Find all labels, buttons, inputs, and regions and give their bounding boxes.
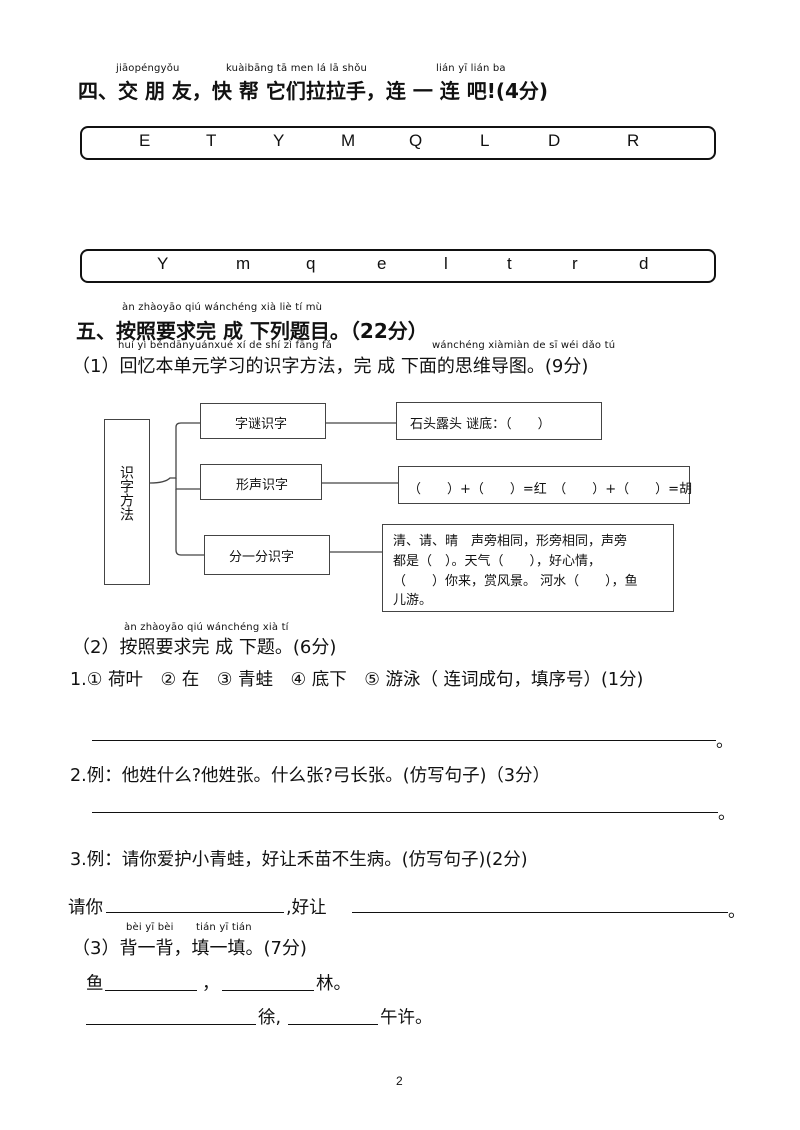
- recite-line-1-blank-2[interactable]: [222, 990, 314, 991]
- section4-pinyin-3: lián yī lián ba: [436, 63, 506, 74]
- upper-letter-1[interactable]: E: [139, 131, 151, 150]
- mindmap-branch-riddle-label: 字谜识字: [235, 417, 288, 432]
- upper-letter-2[interactable]: T: [206, 131, 217, 150]
- page-number: 2: [396, 1074, 403, 1088]
- question-1-period: 。: [716, 732, 734, 752]
- question-2: 2.例：他姓什么?他姓张。什么张?弓长张。(仿写句子)（3分）: [70, 766, 551, 786]
- mindmap-leaf-riddle-text: 石头露头 谜底：（ ）: [410, 417, 551, 432]
- section5-title-pinyin: àn zhàoyāo qiú wánchéng xià liè tí mù: [122, 302, 323, 313]
- mindmap-leaf-split-line4: 儿游。: [393, 593, 433, 608]
- mindmap-leaf-riddle: [396, 402, 602, 440]
- recite-line-1-comma: ，: [202, 974, 220, 994]
- mindmap-branch-split: [204, 535, 330, 575]
- question-1: 1.① 荷叶 ② 在 ③ 青蛙 ④ 底下 ⑤ 游泳（ 连词成句，填序号）(1分): [70, 670, 644, 690]
- part1-pinyin-a: huí yì běndānyuánxué xí de shí zì fāng f…: [118, 340, 333, 351]
- lower-letter-7[interactable]: r: [572, 254, 578, 273]
- mindmap-root-box: [104, 419, 150, 585]
- mindmap-root-label: 识字方法: [118, 465, 134, 521]
- recite-line-1-blank-1[interactable]: [105, 990, 197, 991]
- lower-letter-6[interactable]: t: [507, 254, 512, 273]
- part1-question: （1）回忆本单元学习的识字方法，完 成 下面的思维导图。(9分): [72, 356, 589, 377]
- upper-letter-5[interactable]: Q: [409, 131, 423, 150]
- lower-letter-2[interactable]: m: [236, 254, 251, 273]
- lower-letter-4[interactable]: e: [377, 254, 387, 273]
- part3-question: （3）背一背，填一填。(7分): [72, 938, 307, 959]
- mindmap-branch-phonetic: [200, 464, 322, 500]
- question-3-fill-middle: ,好让: [286, 898, 327, 918]
- recite-line-1-start: 鱼: [86, 974, 104, 994]
- mindmap-leaf-split: [382, 524, 674, 612]
- upper-letter-3[interactable]: Y: [273, 131, 285, 150]
- question-2-period: 。: [718, 804, 736, 824]
- part2-pinyin: àn zhàoyāo qiú wánchéng xià tí: [124, 622, 289, 633]
- lower-letter-8[interactable]: d: [639, 254, 649, 273]
- mindmap-branch-riddle: [200, 403, 326, 439]
- mindmap-leaf-split-line1: 清、请、晴 声旁相同，形旁相同，声旁: [393, 534, 628, 549]
- part1-pinyin-b: wánchéng xiàmiàn de sī wéi dǎo tú: [432, 340, 616, 351]
- question-3-fill-prefix: 请你: [68, 898, 103, 918]
- part2-question: （2）按照要求完 成 下题。(6分): [72, 637, 337, 658]
- mindmap-leaf-split-line3: （ ）你来，赏风景。 河水（ ），鱼: [393, 574, 638, 589]
- section4-pinyin-1: jiāopéngyǒu: [116, 63, 180, 74]
- recite-line-2-end: 午许。: [380, 1008, 433, 1028]
- mindmap-branch-split-label: 分一分识字: [229, 550, 295, 565]
- mindmap-leaf-phonetic: [398, 466, 690, 504]
- section4-pinyin-2: kuàibāng tā men lá lā shǒu: [226, 63, 368, 74]
- recite-line-2-middle: 徐,: [258, 1008, 282, 1028]
- uppercase-letter-box: [80, 126, 716, 160]
- mindmap-leaf-phonetic-text: （ ）+（ ）=红 （ ）+（ ）=胡: [408, 482, 693, 497]
- recite-line-1-end: 林。: [316, 974, 351, 994]
- upper-letter-7[interactable]: D: [548, 131, 561, 150]
- lowercase-letter-box: [80, 249, 716, 283]
- question-1-answer-line[interactable]: [92, 740, 716, 741]
- part3-pinyin-b: tián yī tián: [196, 922, 252, 933]
- mindmap-branch-phonetic-label: 形声识字: [236, 478, 289, 493]
- upper-letter-8[interactable]: R: [627, 131, 640, 150]
- section4-title: 四、交 朋 友，快 帮 它们拉拉手，连 一 连 吧!(4分): [78, 79, 549, 103]
- question-3-fill-line-1[interactable]: [106, 912, 284, 913]
- upper-letter-4[interactable]: M: [341, 131, 356, 150]
- recite-line-2-blank-2[interactable]: [288, 1024, 378, 1025]
- question-3-fill-line-2[interactable]: [352, 912, 728, 913]
- lower-letter-5[interactable]: l: [444, 254, 448, 273]
- question-3-period: 。: [728, 902, 746, 922]
- upper-letter-6[interactable]: L: [480, 131, 490, 150]
- lower-letter-3[interactable]: q: [306, 254, 316, 273]
- part3-pinyin-a: bèi yī bèi: [126, 922, 174, 933]
- section5-title: 五、按照要求完 成 下列题目。（22分）: [76, 319, 428, 343]
- question-3: 3.例：请你爱护小青蛙，好让禾苗不生病。(仿写句子)(2分): [70, 850, 528, 870]
- recite-line-2-blank-1[interactable]: [86, 1024, 256, 1025]
- question-2-answer-line[interactable]: [92, 812, 718, 813]
- lower-letter-1[interactable]: Y: [157, 254, 169, 273]
- mindmap-leaf-split-line2: 都是（ ）。天气（ ），好心情，: [393, 554, 602, 569]
